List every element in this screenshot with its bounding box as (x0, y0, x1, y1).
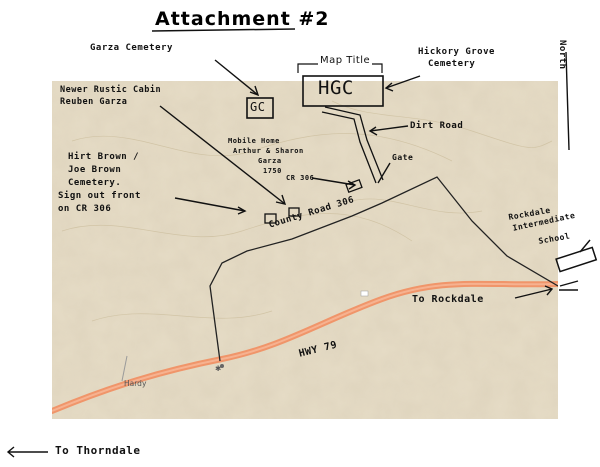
to-thorndale-label: To Thorndale (55, 444, 141, 457)
gate-label: Gate (392, 153, 414, 162)
dirt-road-arrow (369, 125, 409, 132)
mobile-home-label-1: Mobile Home (228, 137, 280, 145)
school-arrow (579, 239, 591, 253)
hirt-label-5: on CR 306 (58, 204, 112, 214)
hgc-box (302, 75, 384, 107)
hirt-arrow (174, 197, 246, 212)
to-rockdale-label: To Rockdale (412, 294, 484, 305)
mobile-home-label-2: Arthur & Sharon (233, 147, 304, 155)
garza-arrow (214, 59, 259, 96)
gate-arrow (377, 162, 391, 184)
mobile-arrow (311, 177, 356, 186)
gc-box (246, 97, 274, 119)
mobile-home-label-4: 1750 (263, 167, 282, 175)
hirt-label-3: Cemetery. (68, 178, 122, 188)
map-canvas (52, 81, 558, 419)
hickory-grove-label-2: Cemetery (428, 59, 476, 69)
gc-label: GC (250, 100, 266, 114)
cemetery-marker (264, 213, 277, 224)
town-label: Hardy (124, 379, 147, 388)
dirt-road (324, 106, 384, 181)
junction-label: ✱ (215, 364, 222, 373)
north-arrow (565, 51, 570, 151)
hickory-grove-label-1: Hickory Grove (418, 47, 495, 57)
page-title: Attachment #2 (155, 8, 330, 30)
mobile-home-label-3: Garza (258, 157, 282, 165)
dirt-road-label: Dirt Road (410, 121, 464, 131)
cabin-label-1: Newer Rustic Cabin (60, 85, 162, 95)
hirt-label-4: Sign out front (58, 191, 141, 201)
county-road-306 (209, 176, 558, 362)
map-title-label: Map Title (318, 55, 373, 66)
cabin-arrow (159, 105, 286, 205)
hirt-label-1: Hirt Brown / (68, 152, 140, 162)
cabin-marker (288, 207, 300, 217)
mobile-home-marker (345, 179, 363, 193)
school-marker (555, 246, 598, 273)
mobile-home-label-5: CR 306 (286, 174, 315, 182)
cabin-label-2: Reuben Garza (60, 97, 128, 107)
garza-cemetery-label: Garza Cemetery (90, 43, 173, 53)
hickory-arrow (385, 75, 421, 89)
hirt-label-2: Joe Brown (68, 165, 122, 175)
hgc-label: HGC (318, 77, 354, 99)
rockdale-arrow (514, 288, 553, 299)
north-label: North (557, 40, 567, 70)
